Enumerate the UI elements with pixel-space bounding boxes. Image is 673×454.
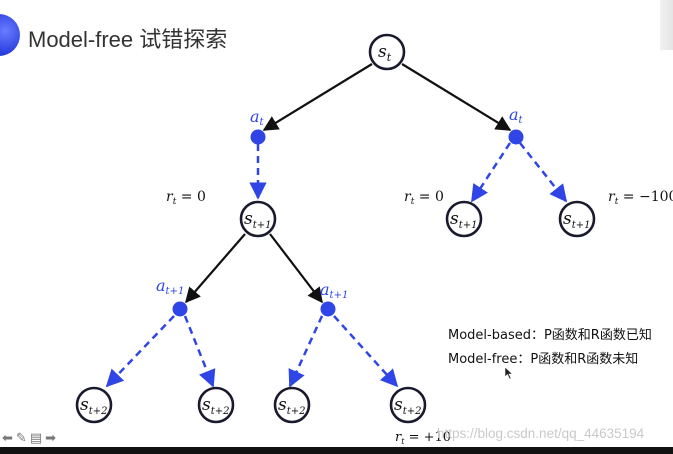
edge-subaction-left-to-leaf-1	[105, 315, 175, 388]
state-node-leaf-3: st+2	[273, 386, 311, 424]
edge-root-to-action-left	[262, 63, 373, 131]
state-node-right-a: st+1	[445, 200, 483, 238]
action-label-left: at	[250, 107, 265, 128]
state-node-mid-left: st+1	[239, 200, 277, 238]
slide-toolbar: ⬅ ✎ ▤ ➡	[2, 431, 56, 445]
mouse-cursor-icon	[504, 366, 514, 380]
edge-mid-to-subaction-right	[269, 233, 323, 304]
state-node-root: st	[368, 33, 406, 71]
edge-action-right-to-right-b	[519, 142, 568, 203]
legend-model-based: Model-based：P函数和R函数已知	[448, 328, 652, 343]
watermark: https://blog.csdn.net/qq_44635194	[437, 426, 645, 441]
action-node-sub-right	[320, 301, 336, 317]
reward-label-right-far: rt = −100	[608, 189, 673, 207]
edge-subaction-left-to-leaf-2	[183, 315, 216, 388]
svg-text:st+2: st+2	[278, 395, 306, 417]
edge-root-to-action-right	[401, 63, 512, 131]
svg-text:st+1: st+1	[450, 209, 478, 231]
menu-icon[interactable]: ▤	[29, 430, 43, 445]
right-arrow-icon[interactable]: ➡	[45, 430, 57, 445]
action-node-left	[250, 129, 266, 145]
svg-text:st+1: st+1	[244, 209, 272, 231]
action-node-right	[508, 129, 524, 145]
edge-subaction-right-to-leaf-3	[288, 315, 324, 388]
left-arrow-icon[interactable]: ⬅	[2, 430, 13, 445]
state-node-leaf-4: st+2	[389, 386, 427, 424]
reward-label-bottom: rt = +10	[395, 430, 451, 446]
action-label-right: at	[509, 105, 524, 126]
corner-shadow	[660, 0, 673, 50]
svg-text:st+2: st+2	[202, 395, 230, 417]
pen-icon[interactable]: ✎	[15, 430, 27, 445]
page-title: Model-free 试错探索	[28, 27, 228, 52]
reward-label-left: rt = 0	[166, 189, 206, 207]
action-label-sub-left: at+1	[156, 276, 184, 297]
legend-model-free: Model-free：P函数和R函数未知	[448, 352, 639, 367]
action-node-sub-left	[172, 301, 188, 317]
reward-label-right-mid: rt = 0	[404, 189, 444, 207]
state-node-leaf-2: st+2	[197, 386, 235, 424]
edge-mid-to-subaction-left	[184, 233, 246, 304]
edge-subaction-right-to-leaf-4	[333, 315, 399, 388]
bottom-bar	[0, 447, 673, 454]
title-accent-shape	[0, 14, 20, 56]
action-label-sub-right: at+1	[320, 280, 348, 301]
svg-text:st+2: st+2	[394, 395, 422, 417]
state-node-leaf-1: st+2	[75, 386, 113, 424]
state-node-right-b: st+1	[558, 200, 596, 238]
svg-text:st+2: st+2	[80, 395, 108, 417]
edge-action-right-to-right-a	[470, 142, 512, 203]
svg-text:st+1: st+1	[563, 209, 591, 231]
svg-text:st: st	[378, 42, 392, 64]
